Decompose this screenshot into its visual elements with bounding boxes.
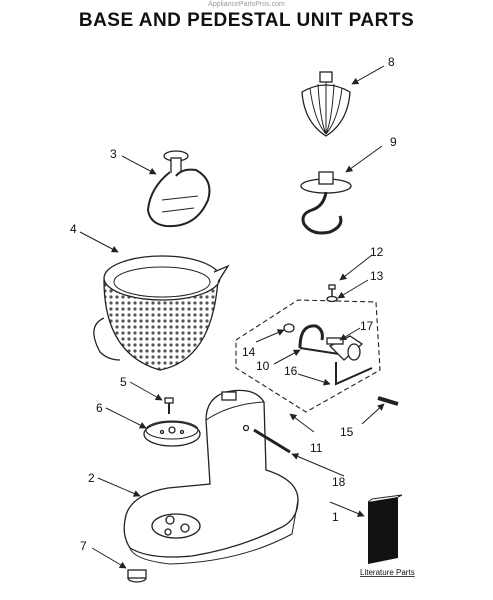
hinge-pin-part (253, 428, 291, 454)
wire-whip-part (301, 71, 351, 137)
literature-parts-label: Literature Parts (360, 568, 415, 577)
small-screw-part (328, 284, 336, 296)
callout-3: 3 (110, 147, 117, 161)
callout-15: 15 (340, 425, 354, 439)
hinge-assembly-outline (235, 299, 381, 413)
mixing-bowl-part (93, 255, 230, 371)
callout-18: 18 (332, 475, 346, 489)
callout-9: 9 (390, 135, 397, 149)
callout-numbers: 1 2 3 4 5 6 7 8 9 10 11 12 13 14 15 16 1… (70, 55, 415, 577)
callout-1: 1 (332, 510, 339, 524)
callout-2: 2 (88, 471, 95, 485)
callout-13: 13 (370, 269, 384, 283)
callout-16: 16 (284, 364, 298, 378)
callout-5: 5 (120, 375, 127, 389)
flat-beater-part (146, 150, 211, 228)
callout-14: 14 (242, 345, 256, 359)
screw-part (164, 397, 174, 414)
hinge-rod-part (377, 396, 399, 406)
callout-11: 11 (310, 441, 323, 455)
hinge-hardware-part (283, 323, 373, 386)
watermark: AppliancePartsPros.com (208, 1, 285, 8)
callout-6: 6 (96, 401, 103, 415)
callout-17: 17 (360, 319, 374, 333)
callout-10: 10 (256, 359, 270, 373)
callout-4: 4 (70, 222, 77, 236)
base-pedestal-part (123, 389, 299, 565)
clamp-plate-part (143, 420, 201, 447)
rubber-foot-part (127, 569, 147, 583)
washer-part (326, 295, 338, 303)
page-title: BASE AND PEDESTAL UNIT PARTS (78, 10, 415, 31)
dough-hook-part (300, 171, 352, 235)
callout-8: 8 (388, 55, 395, 69)
callout-12: 12 (370, 245, 384, 259)
leader-lines (79, 65, 385, 569)
callout-7: 7 (80, 539, 87, 553)
literature-booklet-part (367, 494, 403, 564)
